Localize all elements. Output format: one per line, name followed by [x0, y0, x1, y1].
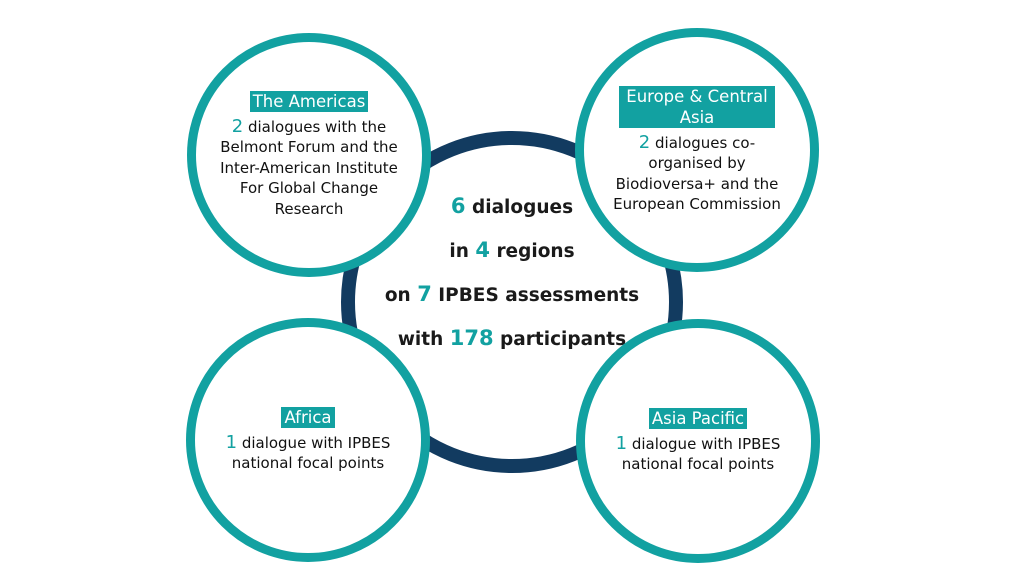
summary-line-regions: in 4 regions [355, 229, 669, 273]
region-title-asia-pacific: Asia Pacific [648, 407, 748, 429]
participants-label: participants [500, 329, 627, 350]
regions-count: 4 [475, 238, 490, 262]
dialogues-label: dialogues [471, 197, 574, 218]
region-circle-asia-pacific: Asia Pacific 1 dialogue with IPBES natio… [576, 319, 820, 563]
region-text-africa: dialogue with IPBES national focal point… [231, 433, 391, 473]
summary-text: 6 dialogues in 4 regions on 7 IPBES asse… [355, 185, 669, 361]
summary-line-assessments: on 7 IPBES assessments [355, 273, 669, 317]
assessments-prefix: on [384, 285, 411, 306]
assessments-label: IPBES assessments [438, 285, 640, 306]
region-count-americas: 2 [231, 115, 244, 137]
regions-prefix: in [449, 241, 469, 262]
summary-line-dialogues: 6 dialogues [355, 185, 669, 229]
participants-prefix: with [397, 329, 444, 350]
region-description-asia-pacific: 1 dialogue with IPBES national focal poi… [605, 432, 791, 475]
dialogues-count: 6 [450, 194, 466, 218]
region-text-americas: dialogues with the Belmont Forum and the… [220, 117, 398, 218]
region-circle-africa: Africa 1 dialogue with IPBES national fo… [186, 318, 430, 562]
region-title-europe-central-asia: Europe & Central Asia [619, 85, 775, 128]
region-title-africa: Africa [281, 406, 335, 428]
region-count-europe-central-asia: 2 [638, 131, 651, 153]
region-description-europe-central-asia: 2 dialogues co-organised by Biodioversa+… [604, 131, 790, 215]
region-description-americas: 2 dialogues with the Belmont Forum and t… [216, 115, 402, 220]
region-count-asia-pacific: 1 [615, 432, 628, 454]
region-text-asia-pacific: dialogue with IPBES national focal point… [621, 434, 781, 474]
summary-line-participants: with 178 participants [355, 317, 669, 361]
region-count-africa: 1 [225, 431, 238, 453]
participants-count: 178 [449, 326, 494, 350]
region-title-americas: The Americas [249, 90, 369, 112]
region-circle-europe-central-asia: Europe & Central Asia 2 dialogues co-org… [575, 28, 819, 272]
regions-label: regions [496, 241, 575, 262]
region-description-africa: 1 dialogue with IPBES national focal poi… [215, 431, 401, 474]
region-circle-americas: The Americas 2 dialogues with the Belmon… [187, 33, 431, 277]
region-text-europe-central-asia: dialogues co-organised by Biodioversa+ a… [613, 133, 781, 214]
assessments-count: 7 [417, 282, 432, 306]
